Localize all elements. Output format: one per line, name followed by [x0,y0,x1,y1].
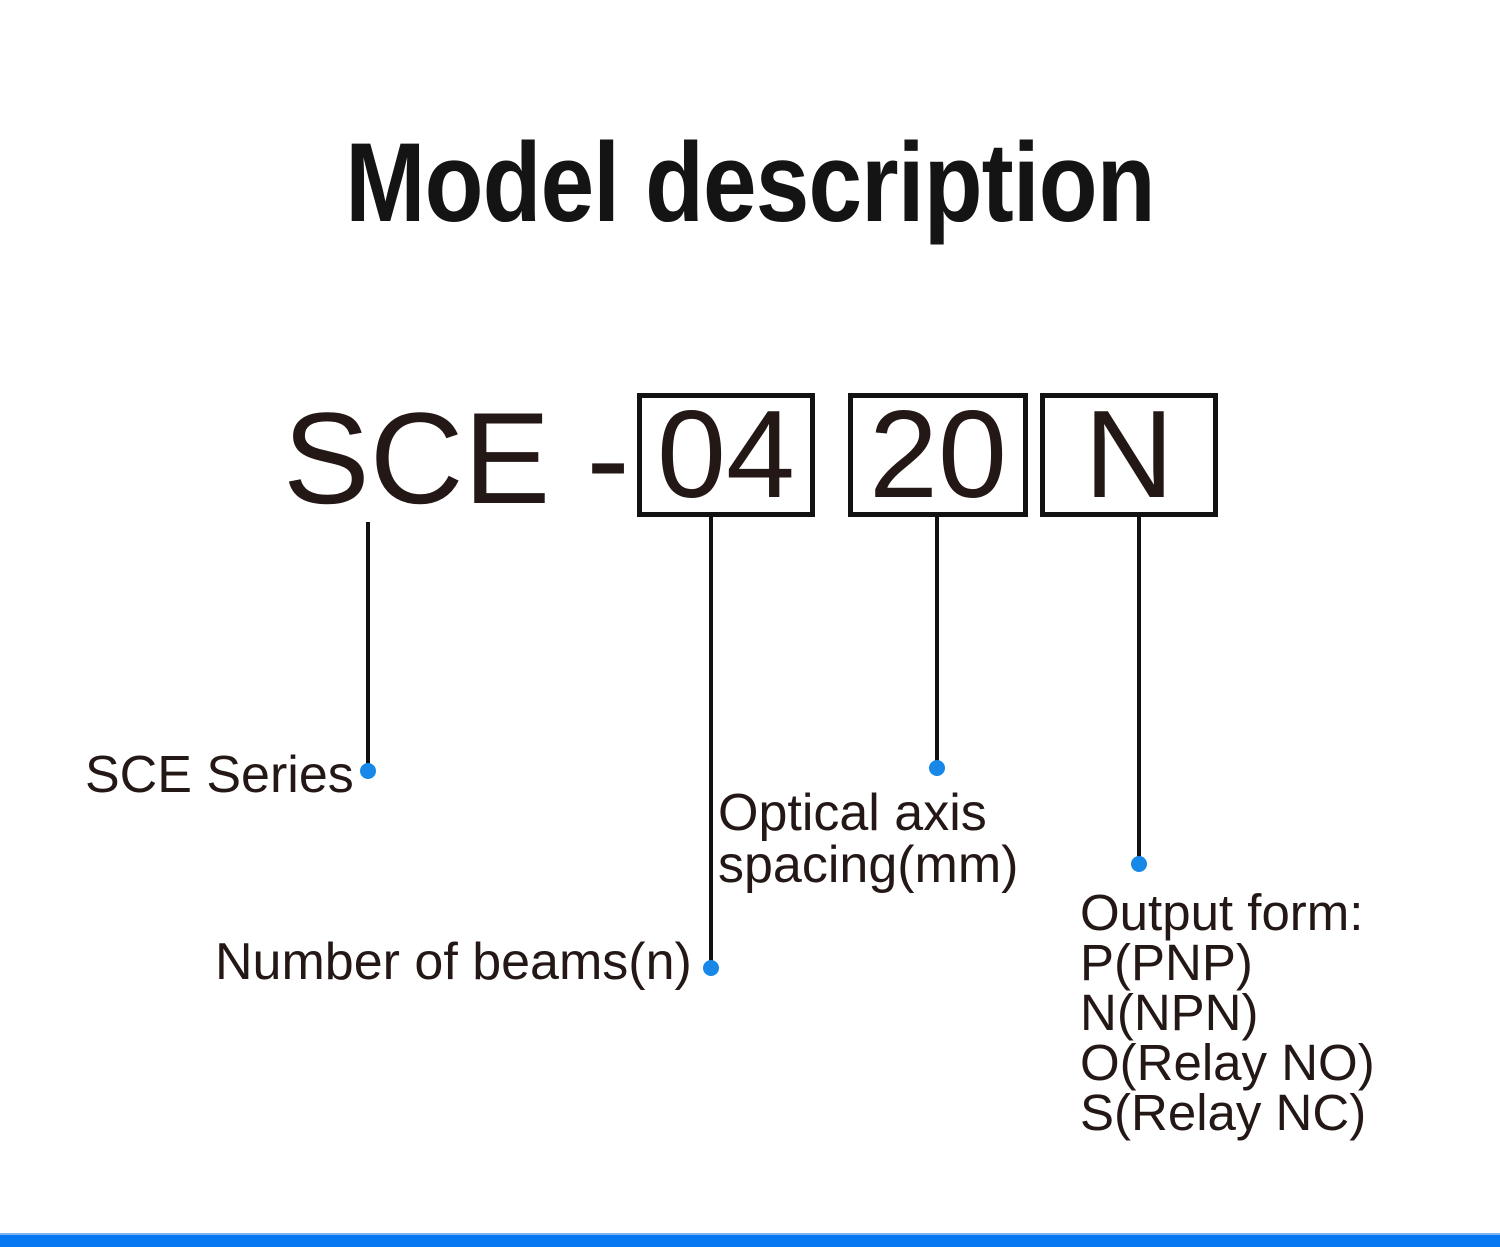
model-code-box-beams: 04 [637,393,815,517]
connector-dot-output [1131,856,1147,872]
connector-dot-series [360,763,376,779]
model-code-box-output: N [1040,393,1218,517]
connector-dot-spacing [929,760,945,776]
label-output-form-title: Output form: [1080,884,1364,941]
label-number-of-beams: Number of beams(n) [215,933,692,991]
label-optical-axis-line2: spacing(mm) [718,836,1019,894]
label-output-form: Output form: P(PNP) N(NPN) O(Relay NO) S… [1080,884,1375,1141]
connector-line-spacing [935,517,939,762]
model-code-prefix: SCE - [283,385,630,531]
connector-dot-beams [703,960,719,976]
label-output-option-pnp: P(PNP) [1080,934,1253,991]
model-code-value-spacing: 20 [869,386,1007,524]
label-output-option-relay-no: O(Relay NO) [1080,1034,1375,1091]
model-code-value-beams: 04 [657,386,795,524]
label-output-option-npn: N(NPN) [1080,984,1259,1041]
model-code-value-output: N [1084,386,1174,524]
label-output-option-relay-nc: S(Relay NC) [1080,1084,1367,1141]
label-sce-series: SCE Series [85,746,354,804]
connector-line-output [1137,517,1141,858]
connector-line-series [366,522,370,765]
footer-accent-bar [0,1233,1500,1247]
label-optical-axis-spacing: Optical axis spacing(mm) [718,787,1019,891]
connector-line-beams [709,517,713,962]
page-title: Model description [345,120,1155,245]
model-code-box-spacing: 20 [848,393,1028,517]
label-optical-axis-line1: Optical axis [718,784,987,842]
